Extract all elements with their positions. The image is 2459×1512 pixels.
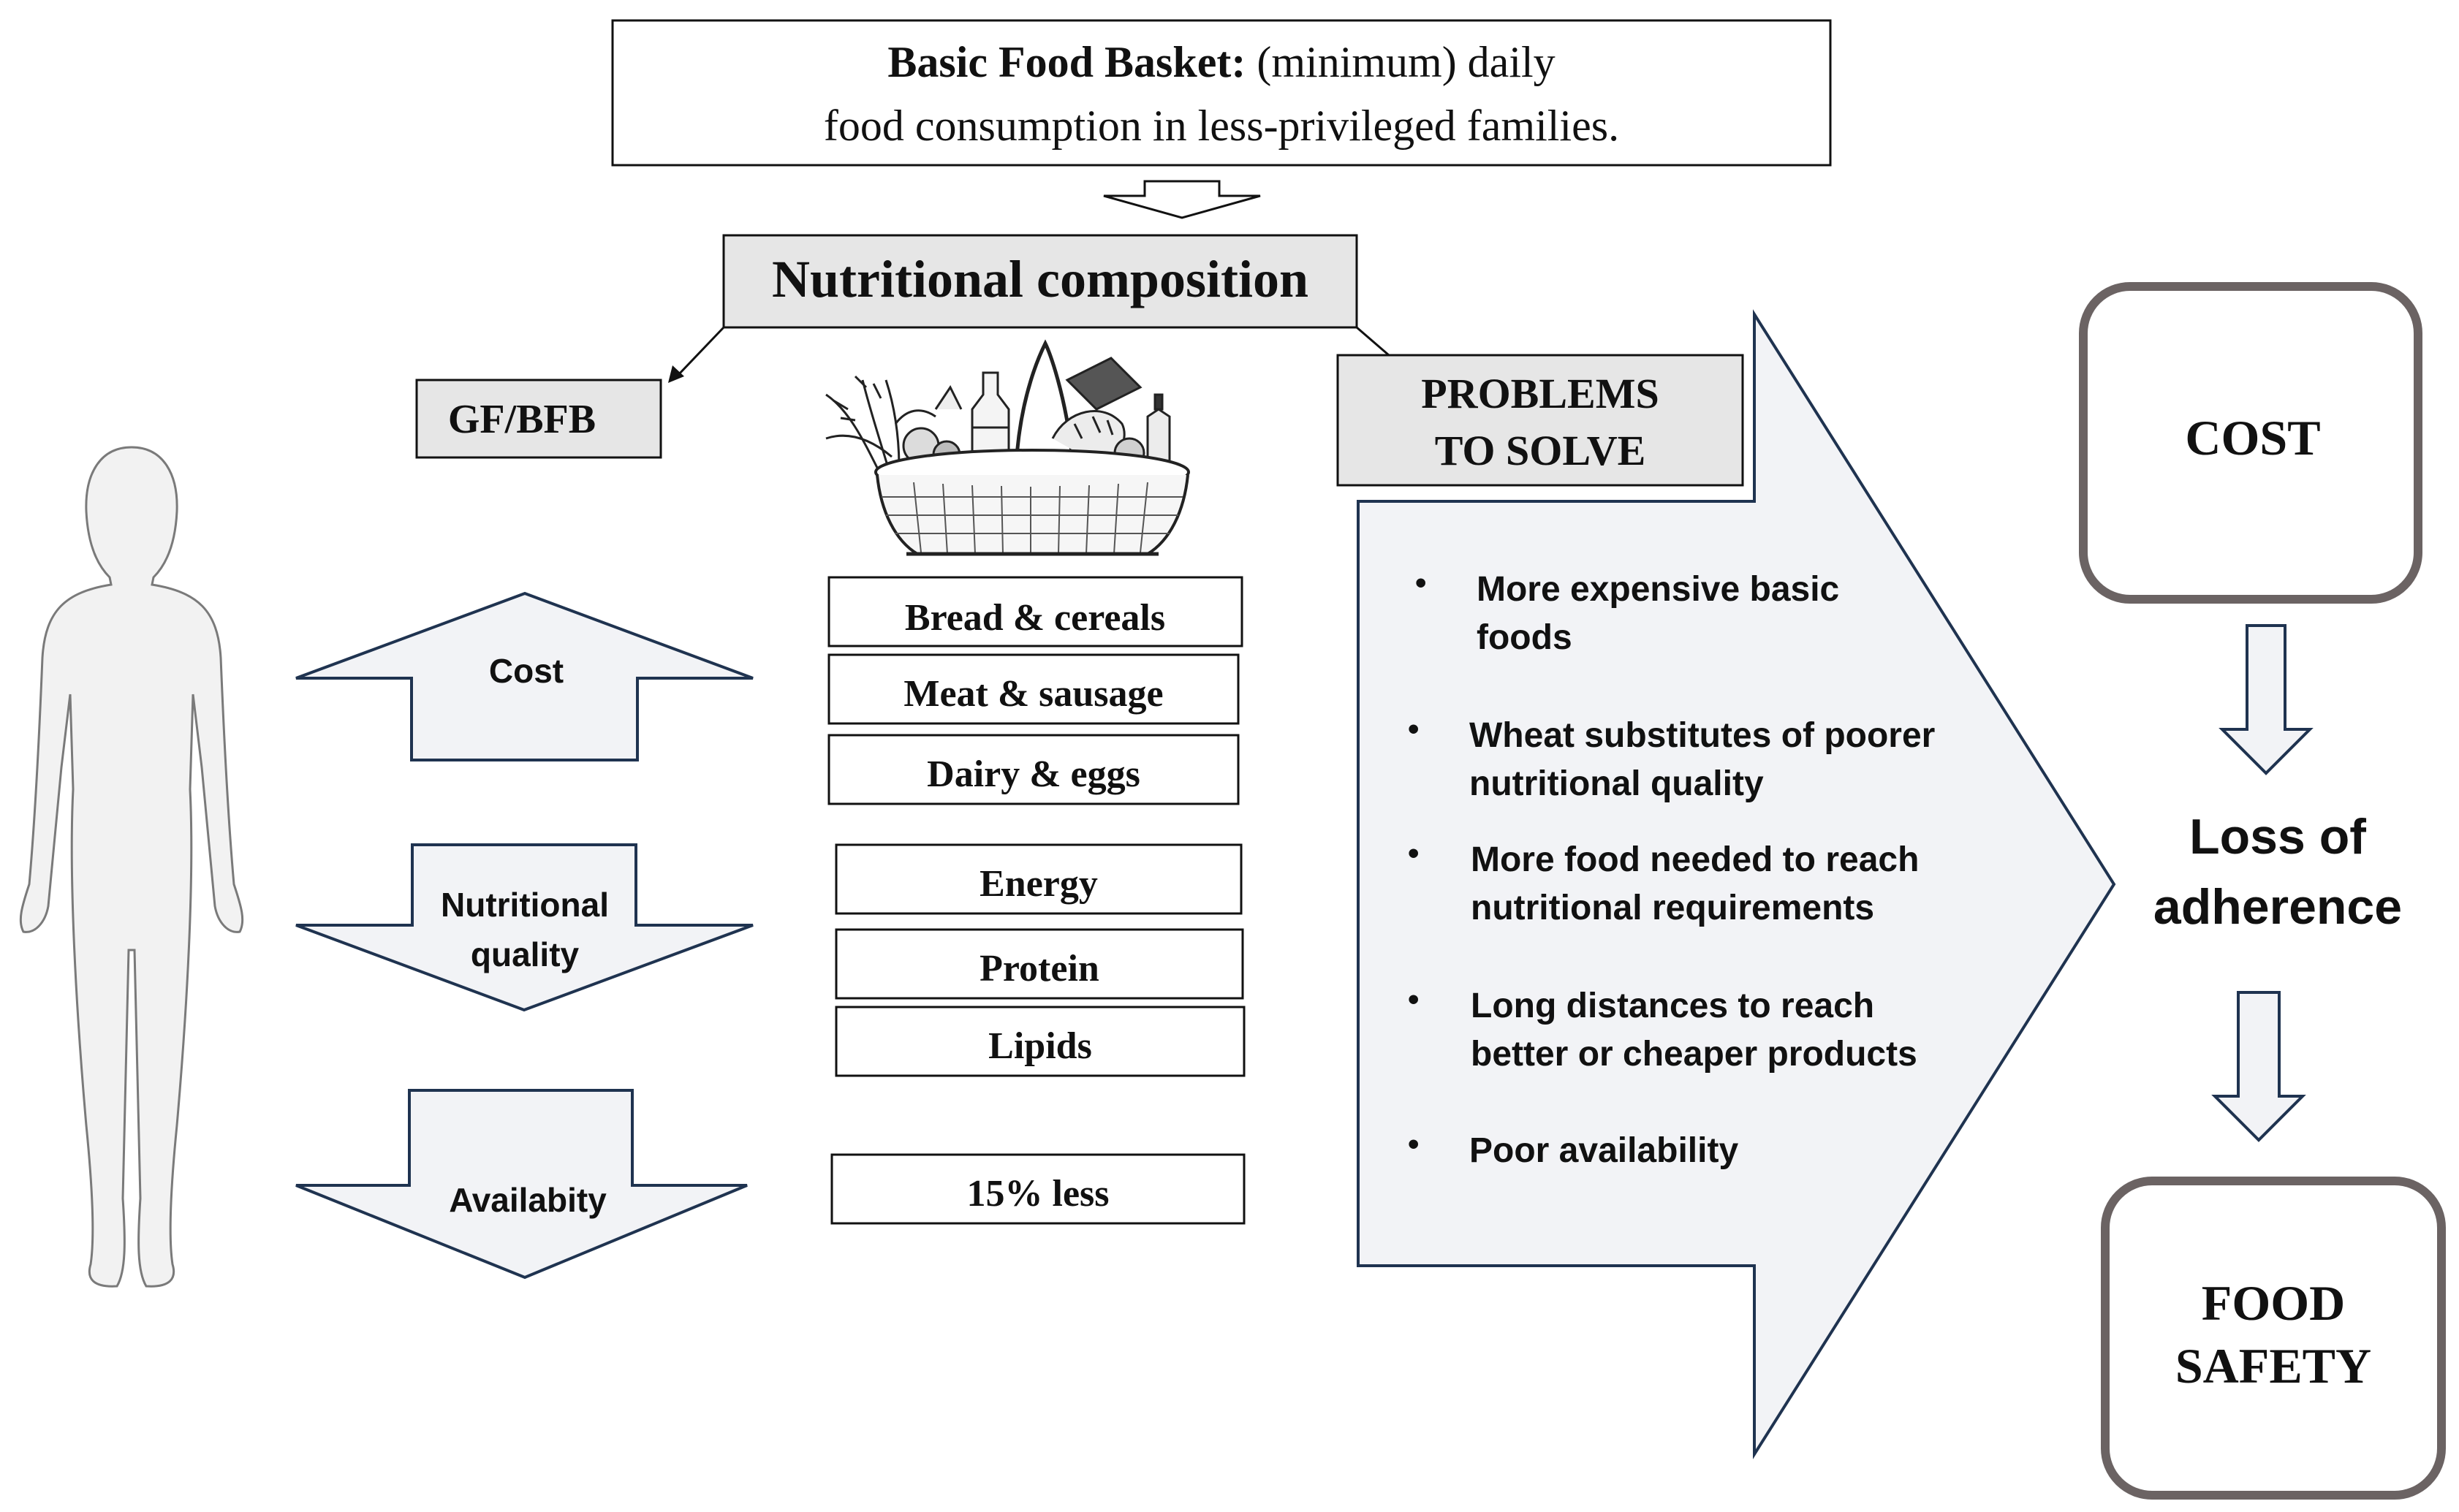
svg-text:•: •: [1408, 711, 1419, 747]
outcome-loss-line2: adherence: [2153, 879, 2402, 935]
cost-to-loss-arrow: [2219, 624, 2314, 775]
problem-item: • Long distances to reach better or chea…: [1408, 981, 1917, 1074]
food-groups: Bread & cereals Meat & sausage Dairy & e…: [827, 576, 1243, 805]
outcome-food-safety-line1: FOOD: [2202, 1275, 2345, 1331]
problems-title-line1: PROBLEMS: [1421, 370, 1659, 417]
problems-title-box: PROBLEMS TO SOLVE: [1336, 354, 1744, 487]
cost-up-arrow: Cost: [295, 591, 754, 761]
header-line2: food consumption in less-privileged fami…: [824, 102, 1619, 150]
gf-bfb-label: GF/BFB: [448, 397, 596, 442]
problem-1-line2: foods: [1477, 618, 1572, 657]
gf-bfb-box: GF/BFB: [415, 379, 662, 459]
food-group-meat: Meat & sausage: [903, 673, 1163, 715]
problems-title-line2: TO SOLVE: [1435, 427, 1646, 474]
person-silhouette-icon: [19, 446, 244, 1288]
composition-box: Nutritional composition: [722, 234, 1358, 329]
cost-label: Cost: [489, 652, 564, 690]
availability-label: Availabity: [449, 1181, 607, 1219]
problem-item: • More expensive basic foods: [1415, 565, 1839, 657]
problem-1-line1: More expensive basic: [1477, 570, 1839, 609]
problem-2-line1: Wheat substitutes of poorer: [1469, 716, 1935, 755]
problem-item: • Poor availability: [1408, 1126, 1738, 1170]
header-title-bold: Basic Food Basket:: [887, 38, 1246, 86]
food-basket-icon: [825, 339, 1190, 556]
svg-text:•: •: [1408, 1126, 1419, 1162]
outcome-cost: COST: [2185, 410, 2320, 466]
food-group-bread: Bread & cereals: [905, 597, 1165, 639]
availability-value: 15% less: [967, 1173, 1110, 1215]
cost-outcome-box: COST: [2079, 282, 2422, 604]
header-down-arrow: [1103, 180, 1261, 219]
outcome-loss-line1: Loss of: [2189, 809, 2366, 865]
quality-down-arrow: Nutritional quality: [295, 843, 754, 1012]
nutrient-energy: Energy: [980, 863, 1098, 905]
loss-of-adherence: Loss of adherence: [2153, 809, 2402, 935]
problem-item: • More food needed to reach nutritional …: [1408, 835, 1919, 927]
problem-3-line1: More food needed to reach: [1471, 840, 1919, 879]
food-safety-outcome-box: FOOD SAFETY: [2101, 1177, 2446, 1500]
svg-text:•: •: [1408, 981, 1419, 1017]
svg-text:•: •: [1408, 835, 1419, 871]
nutrients: Energy Protein Lipids: [835, 843, 1246, 1077]
problem-4-line1: Long distances to reach: [1471, 987, 1874, 1025]
availability-down-arrow: Availabity: [295, 1089, 748, 1280]
composition-connectors: [668, 326, 1390, 383]
header-title-rest: (minimum) daily: [1246, 38, 1555, 86]
svg-text:Basic Food Basket: (minimum) d: Basic Food Basket: (minimum) daily: [887, 38, 1555, 86]
quality-label-line1: Nutritional: [441, 886, 609, 924]
food-group-dairy: Dairy & eggs: [927, 753, 1140, 795]
availability-value-box: 15% less: [830, 1153, 1246, 1225]
quality-label-line2: quality: [471, 935, 580, 973]
problem-item: • Wheat substitutes of poorer nutritiona…: [1408, 711, 1935, 803]
nutrient-protein: Protein: [980, 948, 1099, 989]
outcome-food-safety-line2: SAFETY: [2175, 1338, 2371, 1394]
problem-5-line1: Poor availability: [1469, 1131, 1738, 1170]
problems-list: • More expensive basic foods • Wheat sub…: [1408, 565, 1935, 1170]
nutrient-lipids: Lipids: [988, 1025, 1092, 1067]
header-box: Basic Food Basket: (minimum) daily food …: [611, 19, 1832, 167]
problem-2-line2: nutritional quality: [1469, 764, 1764, 803]
composition-title: Nutritional composition: [772, 250, 1308, 308]
problem-3-line2: nutritional requirements: [1471, 889, 1874, 927]
loss-to-safety-arrow: [2211, 991, 2306, 1142]
svg-text:•: •: [1415, 565, 1426, 601]
problems-big-arrow: [1357, 309, 2116, 1459]
problem-4-line2: better or cheaper products: [1471, 1035, 1917, 1074]
